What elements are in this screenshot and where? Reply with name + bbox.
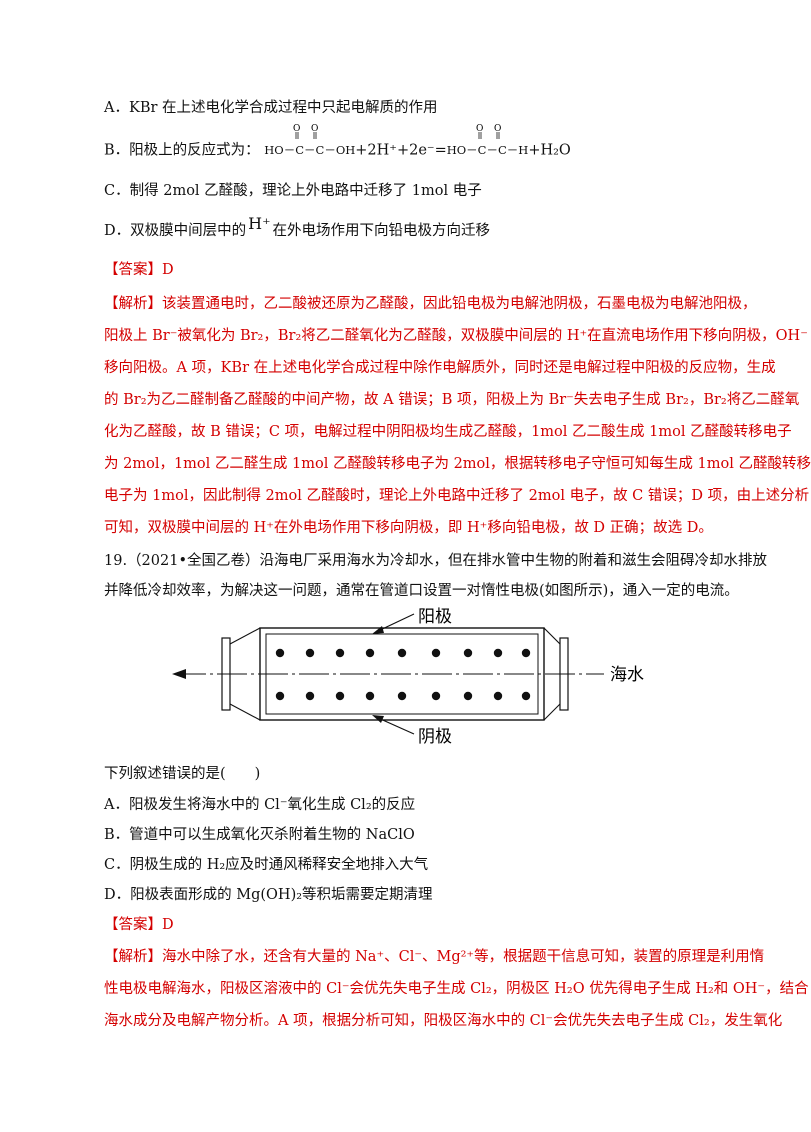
option-pre: 双极膜中间层中的 [130,223,247,239]
hydrogen-ion: H⁺ [248,214,271,233]
analysis-q18-line-1: 【解析】该装置通电时，乙二酸被还原为乙醛酸，因此铅电极为电解池阴极，石墨电极为电… [104,294,757,314]
option-text: KBr 在上述电化学合成过程中只起电解质的作用 [128,100,438,116]
answer-label: 【答案】 [104,917,162,933]
oxalic-acid-structure: O O HO－C－C－OH [264,124,356,161]
option-post: 在外电场作用下向铅电极方向迁移 [272,223,491,239]
option-b-q18: B．阳极上的反应式为： O O HO－C－C－OH +2H⁺+2e⁻= O O … [104,124,571,161]
option-a-q18: A．KBr 在上述电化学合成过程中只起电解质的作用 [104,98,438,118]
cathode-arrow-icon [372,715,384,723]
equation-suffix: +H₂O [528,142,571,159]
carbonyl-marks-left: O O [293,124,319,139]
analysis-label: 【解析】 [104,949,162,965]
svg-text:O: O [476,124,483,134]
analysis-q18-line-8: 可知，双极膜中间层的 H⁺在外电场作用下移向阴极，即 H⁺移向铅电极，故 D 正… [104,520,713,536]
analysis-label: 【解析】 [104,296,162,312]
option-prefix: 阳极上的反应式为： [129,142,260,159]
analysis-q18-line-4: 的 Br₂为乙二醛制备乙醛酸的中间产物，故 A 错误；B 项，阳极上为 Br⁻失… [104,392,800,408]
analysis-q18-line-2: 阳极上 Br⁻被氧化为 Br₂，Br₂将乙二醛氧化为乙醛酸，双极膜中间层的 H⁺… [104,328,808,344]
option-d-q19: D．阳极表面形成的 Mg(OH)₂等积垢需要定期清理 [104,885,433,905]
option-text: 管道中可以生成氧化灭杀附着生物的 NaClO [129,827,415,843]
struct-left-text: HO－C－C－OH [264,143,356,157]
analysis-q19-line-1: 【解析】海水中除了水，还含有大量的 Na⁺、Cl⁻、Mg²⁺等，根据题干信息可知… [104,947,764,967]
option-c-q18: C．制得 2mol 乙醛酸，理论上外电路中迁移了 1mol 电子 [104,181,482,201]
cathode-label: 阴极 [418,727,452,747]
anode-label: 阳极 [418,607,452,627]
answer-q19: 【答案】D [104,915,174,935]
analysis-q19-line-2: 性电极电解海水，阳极区溶液中的 Cl⁻会优先失电子生成 Cl₂，阴极区 H₂O … [104,981,809,997]
glyoxylic-acid-structure: O O HO－C－C－H [446,124,529,161]
svg-text:O: O [293,124,300,134]
answer-q18: 【答案】D [104,260,174,280]
cathode-electrode-dots [275,691,531,701]
answer-value: D [162,262,174,278]
answer-value: D [162,917,174,933]
option-letter: B． [104,142,130,159]
option-text: 制得 2mol 乙醛酸，理论上外电路中迁移了 1mol 电子 [129,183,482,199]
analysis-q18-line-6: 为 2mol，1mol 乙二醛生成 1mol 乙醛酸转移电子为 2mol，根据转… [104,456,811,472]
analysis-text: 海水中除了水，还含有大量的 Na⁺、Cl⁻、Mg²⁺等，根据题干信息可知，装置的… [162,949,765,965]
svg-text:O: O [311,124,318,134]
anode-electrode-dots [275,648,531,658]
equation-mid: +2H⁺+2e⁻= [355,142,447,159]
question-19-stem: 下列叙述错误的是( ) [104,766,261,782]
analysis-q18-line-5: 化为乙醛酸，故 B 错误；C 项，电解过程中阴阳极均生成乙醛酸，1mol 乙二酸… [104,424,792,440]
svg-text:O: O [494,124,501,134]
analysis-text: 该装置通电时，乙二酸被还原为乙醛酸，因此铅电极为电解池阴极，石墨电极为电解池阳极… [162,296,757,312]
option-letter: C． [104,183,130,199]
question-19-line-1: 19.（2021•全国乙卷）沿海电厂采用海水为冷却水，但在排水管中生物的附着和滋… [104,553,768,569]
question-19-line-2: 并降低冷却效率，为解决这一问题，通常在管道口设置一对惰性电极(如图所示)，通入一… [104,583,739,599]
analysis-q19-line-3: 海水成分及电解产物分析。A 项，根据分析可知，阳极区海水中的 Cl⁻会优先失去电… [104,1013,783,1029]
option-letter: A． [104,100,129,116]
option-text: 阳极发生将海水中的 Cl⁻氧化生成 Cl₂的反应 [128,797,416,813]
anode-arrow-icon [372,626,384,634]
option-letter: D． [104,223,131,239]
option-letter: A． [104,797,129,813]
flow-arrow-icon [172,669,186,679]
electrolysis-pipe-diagram: 阳极 阴极 海水 [172,607,644,747]
analysis-q18-line-3: 移向阳极。A 项，KBr 在上述电化学合成过程中除作电解质外，同时还是电解过程中… [104,360,776,376]
option-letter: D． [104,887,131,903]
option-text: 阴极生成的 H₂应及时通风稀释安全地排入大气 [129,857,429,873]
option-a-q19: A．阳极发生将海水中的 Cl⁻氧化生成 Cl₂的反应 [104,795,415,815]
struct-right-text: HO－C－C－H [446,143,529,157]
analysis-q18-line-7: 电子为 1mol，因此制得 2mol 乙醛酸时，理论上外电路中迁移了 2mol … [104,488,810,504]
option-letter: C． [104,857,130,873]
carbonyl-marks-right: O O [476,124,501,139]
answer-label: 【答案】 [104,262,162,278]
option-c-q19: C．阴极生成的 H₂应及时通风稀释安全地排入大气 [104,855,428,875]
option-letter: B． [104,827,130,843]
seawater-label: 海水 [610,665,644,685]
option-b-q19: B．管道中可以生成氧化灭杀附着生物的 NaClO [104,825,415,845]
option-text: 阳极表面形成的 Mg(OH)₂等积垢需要定期清理 [130,887,433,903]
